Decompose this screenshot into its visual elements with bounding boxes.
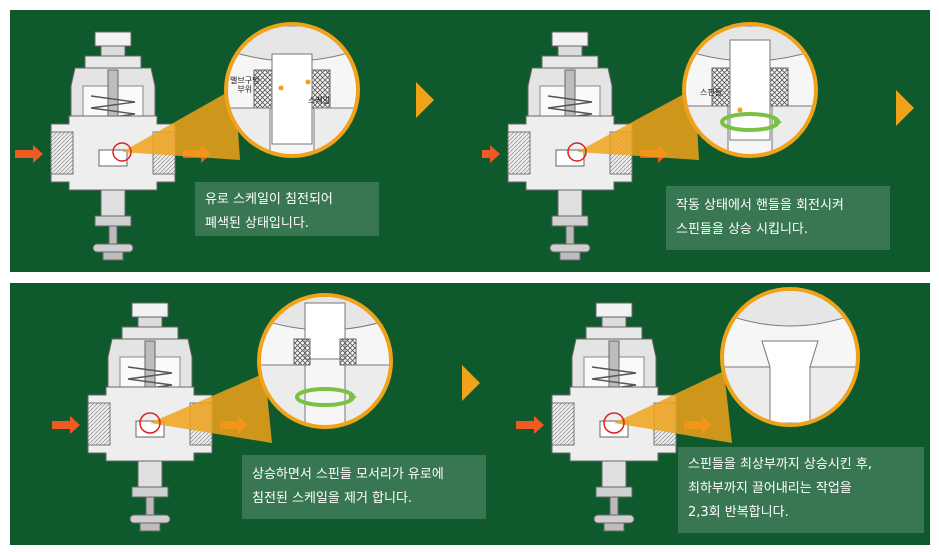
step-1-caption: 유로 스케일이 침전되어 폐색된 상태입니다. [195,182,379,236]
step-3-caption: 상승하면서 스핀들 모서리가 유로에 침전된 스케일을 제거 합니다. [242,455,486,519]
caption-line: 스핀들을 최상부까지 상승시킨 후, [688,457,872,472]
step-1-illustration [15,22,360,261]
label-line: 밸브구멍 [230,76,260,85]
step-4-caption: 스핀들을 최상부까지 상승시킨 후, 최하부까지 끌어내리는 작업을 2,3회 … [678,447,924,533]
step-4: 스핀들을 최상부까지 상승시킨 후, 최하부까지 끌어내리는 작업을 2,3회 … [510,283,930,545]
step-3: 상승하면서 스핀들 모서리가 유로에 침전된 스케일을 제거 합니다. [10,283,486,545]
bottom-panel: 상승하면서 스핀들 모서리가 유로에 침전된 스케일을 제거 합니다. 스핀들을… [10,283,930,545]
caption-line: 폐색된 상태입니다. [205,216,309,231]
label-line: 부위 [237,85,253,94]
step-2-illustration [482,22,818,261]
spindle-label: 스핀들 [700,88,722,97]
caption-line: 유로 스케일이 침전되어 [205,192,333,207]
next-step-arrow-icon [416,82,434,118]
caption-line: 최하부까지 끌어내리는 작업을 [688,481,852,496]
step-4-illustration [516,287,860,532]
caption-line: 작동 상태에서 핸들을 회전시켜 [676,198,844,213]
next-step-arrow-icon [462,365,480,401]
caption-line: 스핀들을 상승 시킵니다. [676,222,808,237]
top-panel: 밸브구멍 부위 스케일 유로 스케일이 침전되어 폐색된 상태입니다. [10,10,930,272]
step-1: 밸브구멍 부위 스케일 유로 스케일이 침전되어 폐색된 상태입니다. [10,10,410,272]
step-3-illustration [52,293,393,532]
step-2: 스핀들 작동 상태에서 핸들을 회전시켜 스핀들을 상승 시킵니다. [482,10,890,272]
next-step-arrow-icon [896,90,914,126]
label-line: 스핀들 [700,88,723,97]
scale-label: 스케일 [308,96,330,105]
step-2-caption: 작동 상태에서 핸들을 회전시켜 스핀들을 상승 시킵니다. [666,186,890,250]
label-line: 스케일 [308,96,331,105]
caption-line: 상승하면서 스핀들 모서리가 유로에 [252,467,444,482]
caption-line: 침전된 스케일을 제거 합니다. [252,491,413,506]
caption-line: 2,3회 반복합니다. [688,505,789,520]
valve-hole-label: 밸브구멍 부위 [230,76,259,94]
